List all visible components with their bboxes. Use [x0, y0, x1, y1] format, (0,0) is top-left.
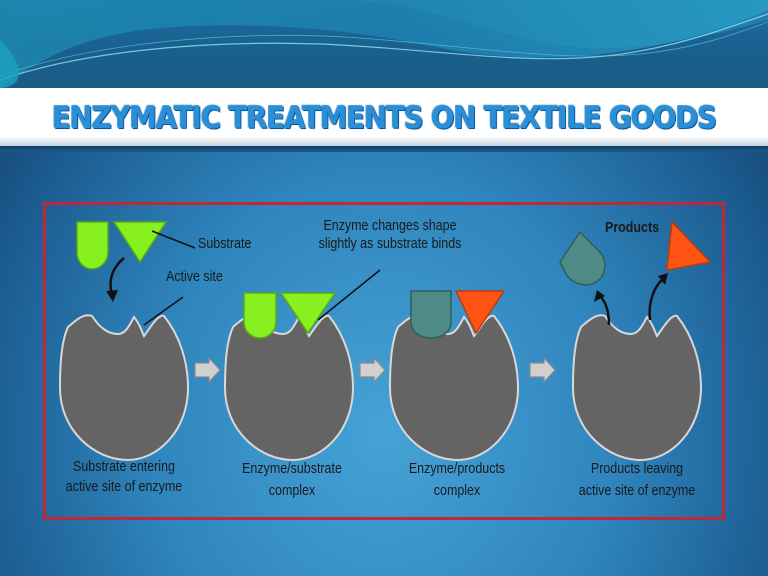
stage-4-caption-line1: Products leaving — [590, 461, 684, 477]
leaving-arrow-icon — [648, 277, 665, 321]
stage-2-caption-line2: complex — [268, 483, 316, 499]
title-divider — [0, 146, 768, 152]
stage-3-caption-line2: complex — [433, 483, 481, 499]
title-band — [0, 88, 768, 146]
active-site-callout-line — [143, 296, 184, 326]
step-arrow-icon — [359, 357, 386, 383]
enzyme-stage-4 — [572, 314, 702, 461]
substrate-label: Substrate — [198, 236, 252, 252]
stage-3-caption-line1: Enzyme/products — [408, 461, 506, 477]
slide-title: ENZYMATIC TREATMENTS ON TEXTILE GOODS — [51, 101, 717, 136]
wave-decoration — [0, 0, 768, 88]
product-orange — [666, 220, 712, 271]
stage-1-caption-line1: Substrate entering — [73, 459, 175, 475]
enzyme-stage-1 — [59, 314, 189, 461]
product-teal — [559, 230, 606, 286]
shape-change-label-line2: slightly as substrate binds — [318, 236, 462, 252]
stage-2-caption-line1: Enzyme/substrate — [242, 461, 342, 477]
enzyme-stage-3 — [389, 290, 519, 461]
active-site-label: Active site — [166, 269, 223, 285]
step-arrow-icon — [529, 357, 556, 383]
products-label: Products — [605, 220, 660, 236]
stage-1-caption-line2: active site of enzyme — [65, 479, 183, 495]
diagram-frame — [43, 202, 725, 520]
shape-change-label-line1: Enzyme changes shape — [323, 218, 457, 234]
substrate-callout-line — [151, 230, 196, 249]
stage-4-caption-line2: active site of enzyme — [578, 483, 696, 499]
step-arrow-icon — [194, 357, 221, 383]
enzyme-stage-2 — [224, 292, 354, 461]
slide-header-banner — [0, 0, 768, 88]
shape-change-callout-line — [317, 269, 381, 321]
